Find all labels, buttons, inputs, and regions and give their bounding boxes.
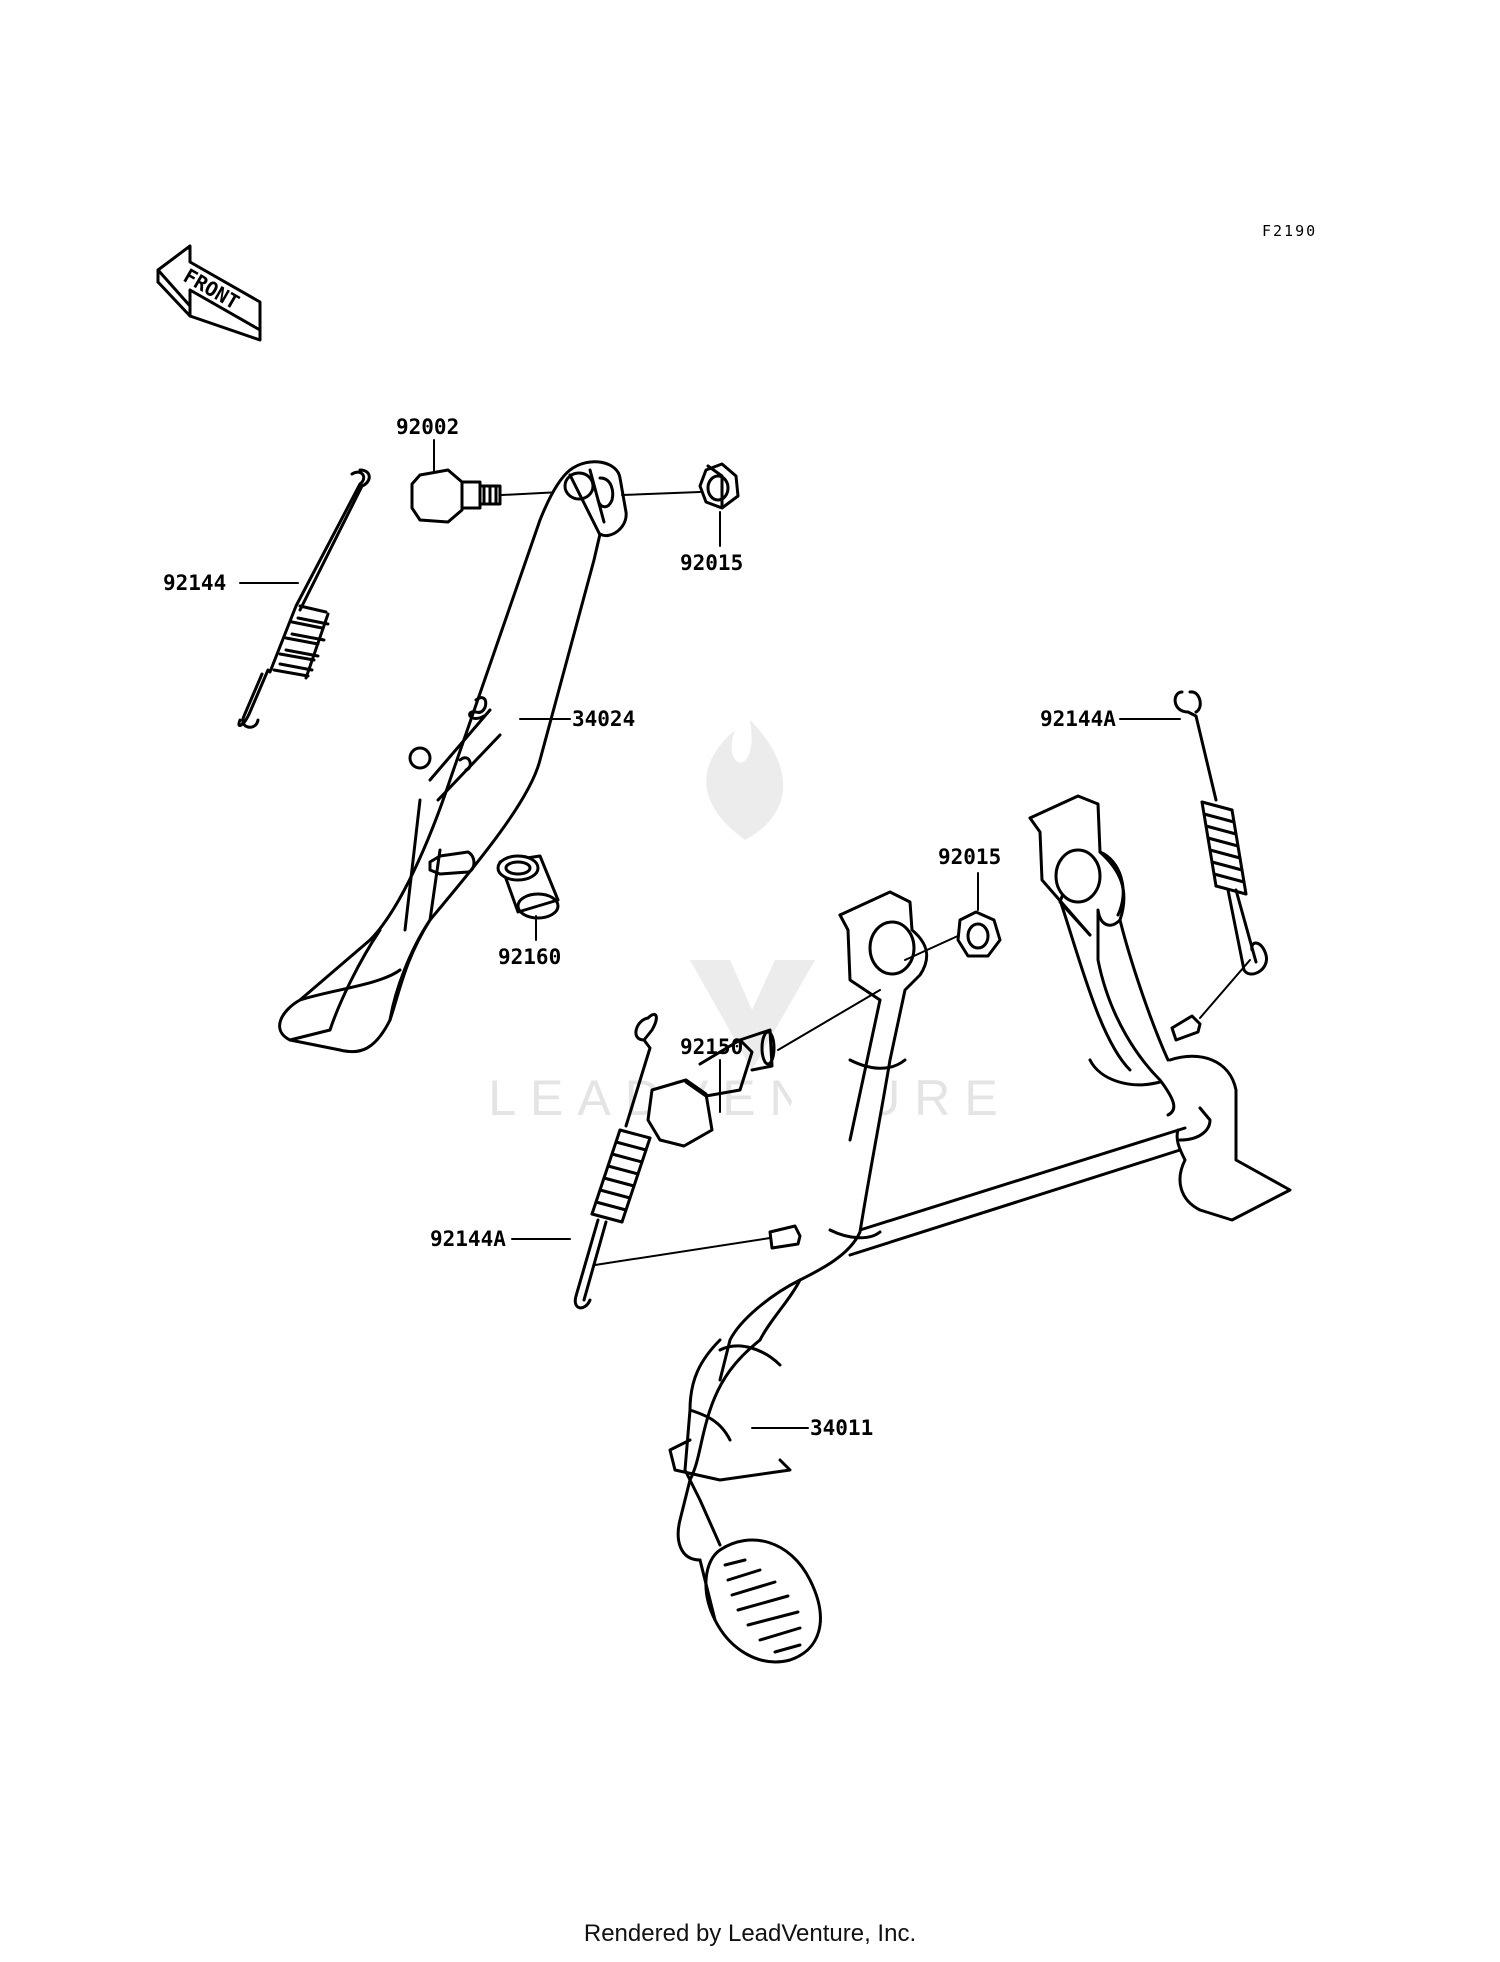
callout-92144: 92144 (163, 571, 226, 595)
callout-92002: 92002 (396, 415, 459, 439)
callout-92160: 92160 (498, 945, 561, 969)
callout-34024: 34024 (572, 707, 635, 731)
watermark-text: LEADVENTURE (488, 1070, 1012, 1126)
collar-92160 (496, 854, 560, 920)
callout-92015-center: 92015 (938, 845, 1001, 869)
figure-id: F2190 (1262, 222, 1317, 240)
bolt-92150 (646, 1028, 776, 1148)
bolt-92002 (410, 468, 502, 524)
spring-center-left (573, 1013, 658, 1310)
spring-center-right (1173, 690, 1268, 976)
callout-92015-side: 92015 (680, 551, 743, 575)
leader-lines (239, 439, 1181, 1429)
footer-credit: Rendered by LeadVenture, Inc. (583, 1920, 917, 1947)
callout-92150: 92150 (680, 1035, 743, 1059)
center-stand-34011 (668, 794, 1292, 1664)
nut-92015-center (956, 910, 1002, 958)
callout-92144A-right: 92144A (1040, 707, 1116, 731)
front-arrow-icon: FRONT (156, 244, 262, 342)
callout-92144A-left: 92144A (430, 1227, 506, 1251)
spring-side-stand (237, 468, 371, 729)
watermark-logo (690, 720, 815, 1070)
side-stand-34024 (278, 460, 628, 1054)
nut-92015-side (698, 462, 740, 510)
callout-34011: 34011 (810, 1416, 873, 1440)
